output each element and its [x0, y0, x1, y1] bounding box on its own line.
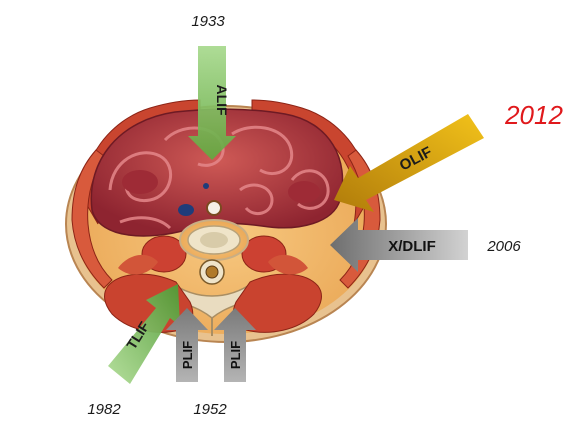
oblique-muscle-left [71, 149, 113, 289]
plif-arrow-left: PLIF [166, 308, 208, 382]
alif-arrow: ALIF [188, 46, 236, 160]
xdlif-year: 2006 [486, 238, 521, 255]
xdlif-arrow: X/DLIF [330, 218, 468, 272]
xdlif-arrow-shape [330, 218, 468, 272]
plif-label-left: PLIF [180, 341, 195, 369]
aorta [206, 200, 222, 216]
tlif-year: 1982 [87, 401, 121, 418]
alif-label: ALIF [214, 84, 230, 116]
vessel-small [203, 183, 209, 189]
plif-arrow-right: PLIF [214, 308, 256, 382]
bowel-lumen-2 [288, 181, 320, 203]
plif-arrow-left-shape [166, 308, 208, 382]
abdominal-cross-section [65, 99, 387, 343]
nucleus-pulposus [200, 232, 228, 248]
plif-year: 1952 [193, 401, 227, 418]
vena-cava [178, 204, 194, 216]
alif-year: 1933 [191, 13, 225, 30]
tlif-arrow-shape [108, 284, 180, 384]
xdlif-label: X/DLIF [388, 238, 436, 255]
olif-arrow-shape [334, 114, 484, 212]
plif-label-right: PLIF [228, 341, 243, 369]
plif-arrow-right-shape [214, 308, 256, 382]
alif-arrow-shape [188, 46, 236, 160]
quadratus-lumborum-right [268, 254, 308, 275]
olif-year: 2012 [504, 100, 563, 130]
bowel-lumen-1 [122, 170, 158, 194]
spinal-cord [205, 265, 219, 279]
quadratus-lumborum-left [118, 254, 158, 275]
